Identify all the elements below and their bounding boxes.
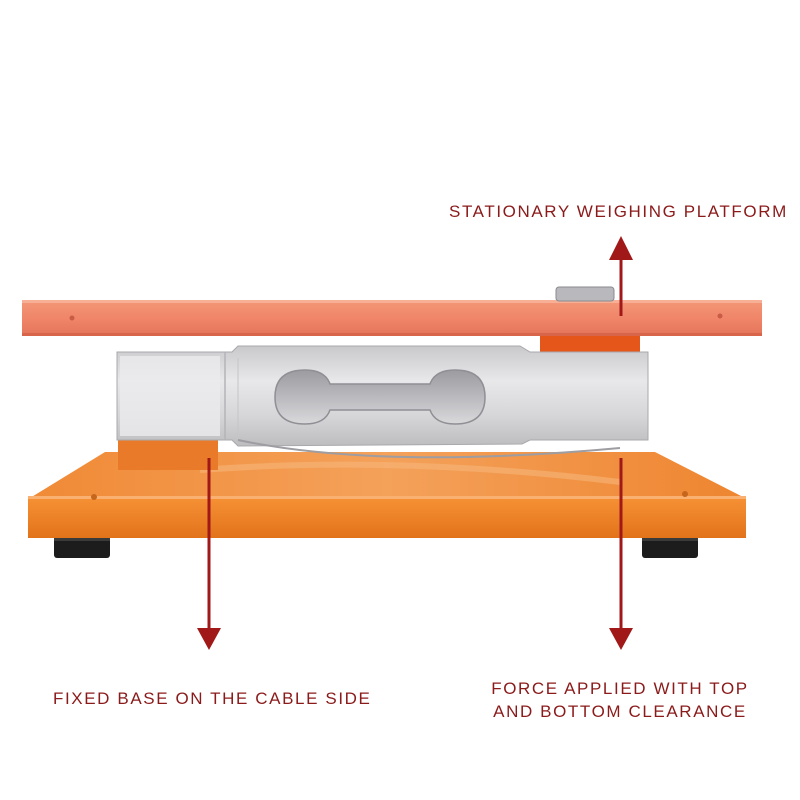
base-spacer-block: [118, 440, 218, 470]
load-cell-beam: [116, 345, 649, 459]
stationary-weighing-platform-plate: [22, 286, 762, 336]
label-stationary-weighing-platform: STATIONARY WEIGHING PLATFORM: [449, 202, 788, 221]
rubber-foot-right: [642, 536, 698, 558]
label-force-line-1: FORCE APPLIED WITH TOP: [491, 679, 749, 698]
load-cell-slot: [274, 369, 486, 425]
label-force-applied: FORCE APPLIED WITH TOP AND BOTTOM CLEARA…: [480, 677, 760, 723]
label-force-line-2: AND BOTTOM CLEARANCE: [493, 702, 747, 721]
arrow-down-icon: [197, 458, 221, 650]
label-fixed-base-cable-side: FIXED BASE ON THE CABLE SIDE: [53, 689, 372, 708]
arrow-down-icon: [609, 458, 633, 650]
mounting-bolt-head: [555, 286, 615, 302]
arrow-up-icon: [609, 236, 633, 316]
rubber-foot-left: [54, 536, 110, 558]
